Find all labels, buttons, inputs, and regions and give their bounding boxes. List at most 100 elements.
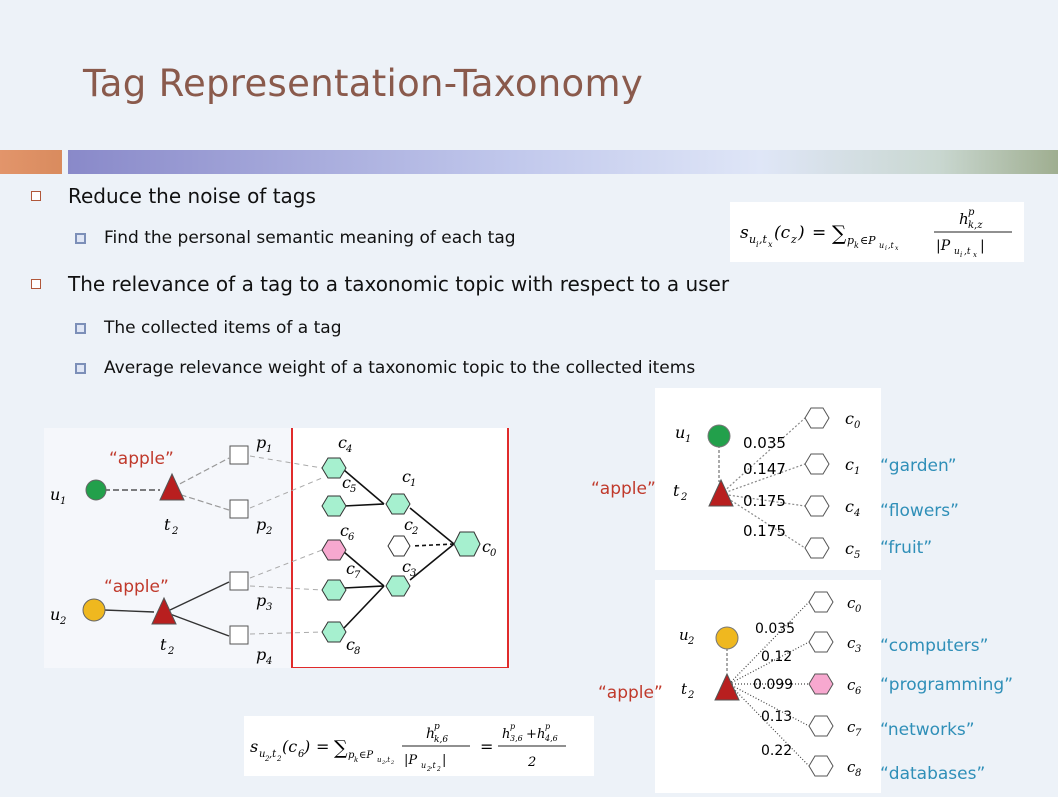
math-label: 6 [298,749,305,760]
math-label: h [959,210,969,228]
topic-node-c7 [321,579,347,601]
square-bullet-icon [75,233,86,244]
math-label: ) [797,223,805,243]
taxonomy-graph-panel: u 1 u 2 t 2 t 2 p 1 p 2 p 3 p 4 c 4 c 5 … [44,425,510,669]
graph-edge [343,585,385,589]
math-label: h [426,726,435,742]
math-label: 2 [167,646,174,657]
topic-node-c0 [804,407,830,429]
topic-node-c0 [453,531,481,557]
math-label: c [847,634,856,652]
graph-edge [409,543,455,581]
math-label: 2 [687,690,694,701]
math-label: ∑ [832,221,847,245]
topic-label-flowers: “flowers” [880,501,959,521]
math-label: 8 [354,646,360,657]
math-label: 0.147 [743,460,786,478]
topic-node-c1 [385,493,411,515]
math-label: c [847,758,856,776]
math-label: 0.12 [761,649,792,665]
graph-edge [720,493,806,549]
graph-edge [409,507,455,545]
topic-node-c2 [387,535,411,557]
math-label: 2 [680,492,687,503]
math-label: (c [282,737,297,756]
math-label: | [442,753,446,768]
math-label: u [421,761,426,770]
user2-weights-graph: u 2 t 2 0.035 0.12 0.099 0.13 0.22 c 0 c… [679,591,862,779]
graph-edge [728,683,810,767]
math-label: ∈P [359,750,373,761]
math-label: t [160,635,167,654]
topic-node-c5 [321,495,347,517]
math-label: 0.22 [761,743,792,759]
math-label: u [675,423,685,442]
topic-node-c3 [385,575,411,597]
math-label: 0.099 [753,677,793,693]
math-label: 1 [685,434,691,445]
bullet-1-sub: Find the personal semantic meaning of ea… [75,228,516,248]
math-label: u [50,485,60,504]
item-node-p2 [229,499,249,519]
math-label: 8 [855,768,861,779]
formula-bottom: s u 2 ,t 2 (c 6 ) = ∑ p k ∈P u 2 ,t 2 h … [244,716,594,776]
accent-bar-left [0,150,62,174]
math-label: x [973,251,977,259]
math-label: = [480,737,493,756]
math-label: 7 [354,570,361,581]
item-node-p1 [229,445,249,465]
math-label: p [847,234,854,247]
math-label: ∈P [860,234,876,247]
user1-weights-panel: u 1 t 2 0.035 0.147 0.175 0.175 c 0 c 1 … [655,388,881,570]
math-label: c [845,455,854,474]
math-label: |P [936,238,951,254]
math-label: c [346,559,355,578]
topic-label-garden: “garden” [880,456,957,476]
bullet-2-text: The relevance of a tag to a taxonomic to… [68,272,730,296]
graph-edge [103,609,155,613]
math-label: 2 [171,526,178,537]
math-label: 3 [855,644,861,655]
math-label: p [545,722,550,731]
graph-edge [169,613,230,637]
math-label: 1 [410,478,416,489]
square-bullet-icon [75,363,86,374]
math-label: p [434,722,440,732]
accent-bar-right [68,150,1058,174]
topic-node-c8 [321,621,347,643]
math-label: p [256,515,266,534]
math-label: 1 [854,466,860,477]
bullet-1-text: Reduce the noise of tags [68,184,316,208]
topic-node-c6 [321,539,347,561]
math-label: ) [303,737,310,756]
bullet-2-sub-2-text: Average relevance weight of a taxonomic … [104,358,696,378]
graph-edge [411,543,455,547]
formula-top: s u i ,t x (c z ) = ∑ p k ∈P u i ,t x h … [730,202,1024,262]
apple-label: “apple” [104,577,169,597]
math-label: c [340,521,349,540]
item-node-p3 [229,571,249,591]
math-label: 0.13 [761,709,792,725]
math-label: x [895,245,899,252]
math-label: c [482,537,491,556]
formula-bottom-svg: s u 2 ,t 2 (c 6 ) = ∑ p k ∈P u 2 ,t 2 h … [250,722,566,773]
math-label: 0 [854,420,861,431]
math-label: p [256,433,266,452]
math-label: 4,6 [544,734,558,743]
tag-node-t2 [151,596,177,625]
math-label: ,t [385,756,390,764]
math-label: 6 [348,532,355,543]
topic-node-c6 [808,673,834,695]
math-label: |P [404,753,417,768]
math-label: c [845,497,854,516]
user-node-u1 [85,479,107,501]
math-label: 5 [350,484,356,495]
math-label: 0 [855,604,862,615]
math-label: x [768,240,773,249]
math-label: 4 [345,444,352,455]
graph-edge [343,469,385,505]
math-label: c [402,467,411,486]
math-label: | [980,238,985,254]
math-label: + [526,727,537,742]
math-label: u [679,626,689,644]
